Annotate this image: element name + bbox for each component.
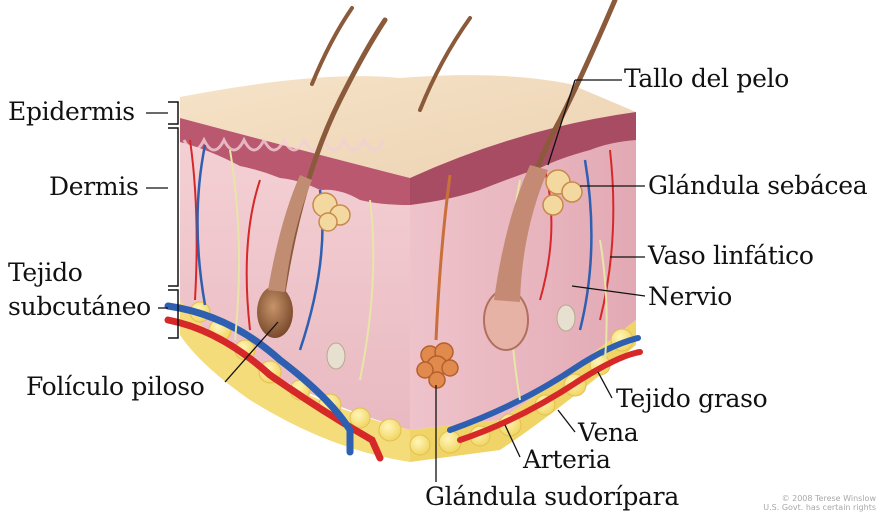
dermis-bracket bbox=[168, 128, 178, 286]
label-dermis: Dermis bbox=[49, 174, 139, 199]
label-fat-tissue: Tejido graso bbox=[616, 386, 767, 411]
credit-line-1: © 2008 Terese Winslow bbox=[763, 494, 876, 503]
label-sebaceous-gland: Glándula sebácea bbox=[648, 173, 867, 198]
label-nerve: Nervio bbox=[648, 284, 732, 309]
label-subcutaneous-line2: subcutáneo bbox=[8, 294, 151, 319]
epidermis-bracket bbox=[168, 102, 178, 124]
label-vein: Vena bbox=[578, 420, 638, 445]
subcutaneous-bracket bbox=[168, 290, 178, 338]
label-lymph-vessel: Vaso linfático bbox=[648, 243, 814, 268]
pacinian-corpuscle bbox=[327, 343, 345, 369]
label-subcutaneous-line1: Tejido bbox=[8, 260, 83, 285]
label-sweat-gland: Glándula sudorípara bbox=[425, 484, 679, 509]
pacinian-corpuscle-right bbox=[557, 305, 575, 331]
label-epidermis: Epidermis bbox=[8, 99, 135, 124]
credit-line-2: U.S. Govt. has certain rights bbox=[763, 503, 876, 512]
label-hair-shaft: Tallo del pelo bbox=[624, 66, 789, 91]
hair-follicle-bulb-left bbox=[257, 286, 293, 338]
copyright-credit: © 2008 Terese Winslow U.S. Govt. has cer… bbox=[763, 494, 876, 512]
label-artery: Arteria bbox=[523, 447, 611, 472]
label-hair-follicle: Folículo piloso bbox=[26, 374, 205, 399]
